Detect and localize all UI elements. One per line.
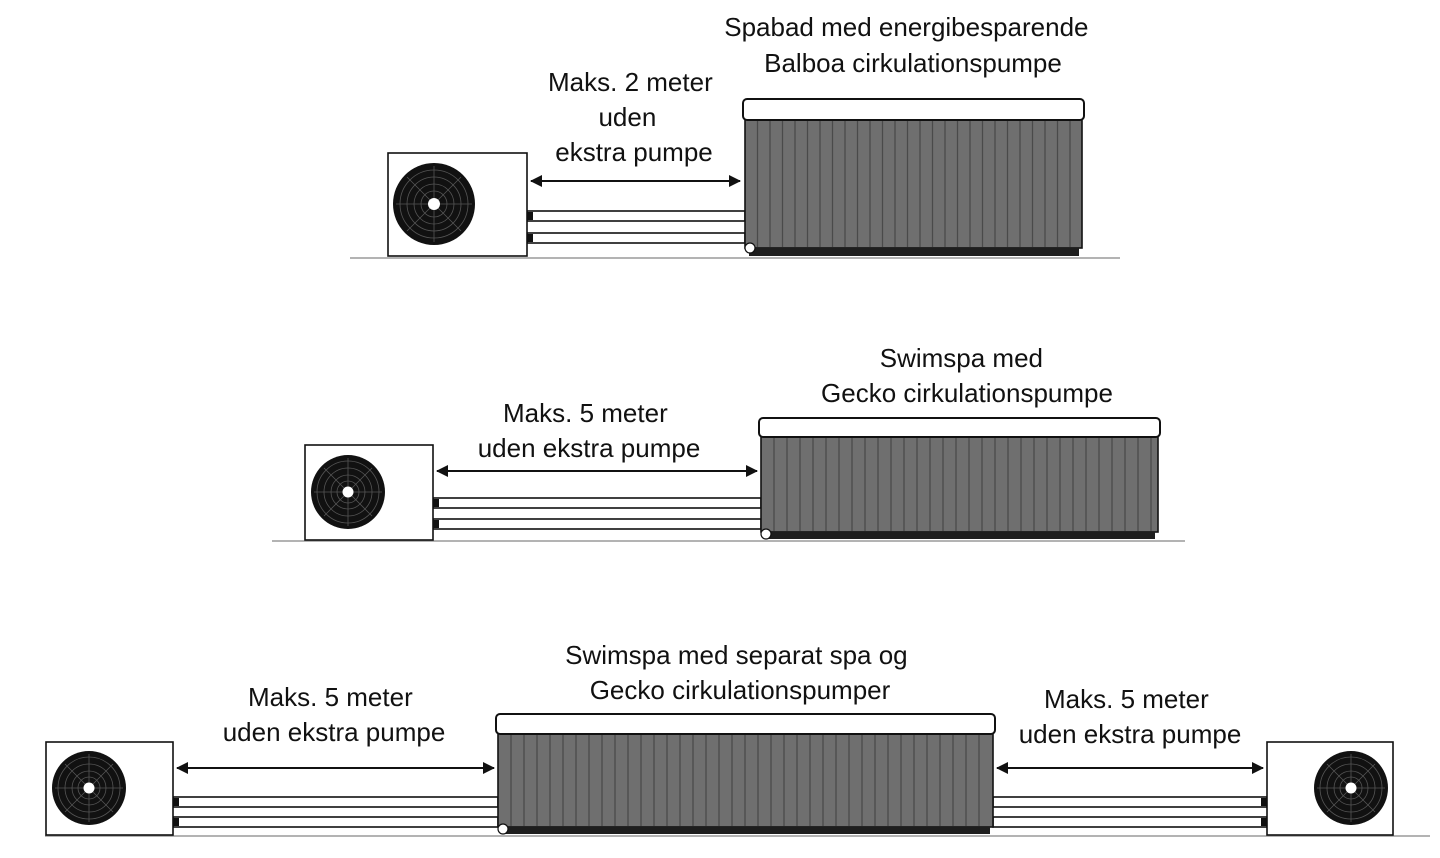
distance-left-label: Maks. 5 meter uden ekstra pumpe — [223, 682, 446, 747]
spa-label: Swimspa med Gecko cirkulationspumpe — [821, 343, 1113, 408]
spa-label: Spabad med energibesparende Balboa cirku… — [724, 12, 1096, 78]
pipes-right — [992, 796, 1268, 828]
fan-icon — [1314, 751, 1388, 825]
pipes — [432, 497, 762, 530]
distance-label: Maks. 2 meter uden ekstra pumpe — [548, 67, 720, 167]
diagram-swimspa-separat-spa: Swimspa med separat spa og Gecko cirkula… — [45, 640, 1430, 837]
pipes-left — [172, 796, 499, 828]
spa-label: Swimspa med separat spa og Gecko cirkula… — [565, 640, 915, 705]
swimspa-tub-icon — [495, 713, 996, 835]
distance-label: Maks. 5 meter uden ekstra pumpe — [478, 398, 701, 463]
distance-right-label: Maks. 5 meter uden ekstra pumpe — [1019, 684, 1242, 749]
heat-pump-unit-icon — [387, 152, 528, 257]
diagram-swimspa-gecko: Swimspa med Gecko cirkulationspumpe Maks… — [272, 343, 1185, 542]
diagram-spabad-balboa: Spabad med energibesparende Balboa cirku… — [350, 12, 1120, 259]
pipes — [526, 210, 746, 244]
heat-pump-unit-icon — [304, 444, 434, 541]
fan-icon — [311, 455, 385, 529]
heat-pump-unit-right-icon — [1266, 741, 1394, 836]
spa-tub-icon — [742, 98, 1085, 256]
fan-icon — [52, 751, 126, 825]
swimspa-tub-icon — [758, 417, 1161, 540]
fan-icon — [393, 163, 475, 245]
heat-pump-unit-left-icon — [45, 741, 174, 836]
